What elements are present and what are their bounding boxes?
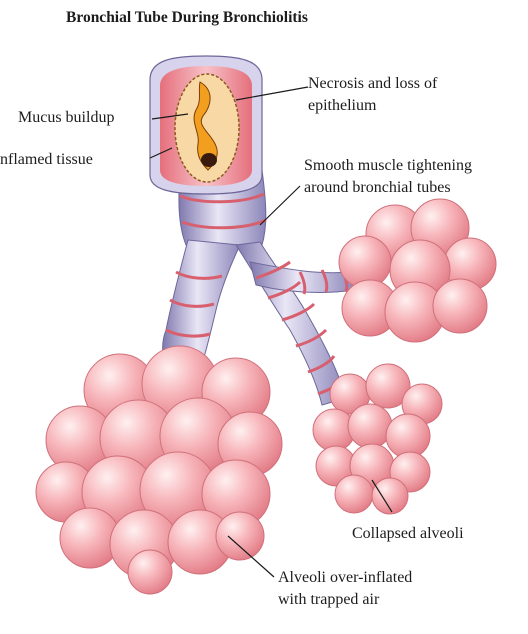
bronchiole-cross-section [150, 56, 262, 194]
label-smooth-muscle-line1: Smooth muscle tightening [304, 156, 472, 176]
alveoli-cluster-upper-right [339, 199, 496, 342]
label-inflamed-tissue: nflamed tissue [0, 150, 93, 170]
label-overinflated-line2: with trapped air [278, 590, 379, 610]
label-necrosis-line2: epithelium [308, 96, 376, 116]
label-overinflated-line1: Alveoli over-inflated [278, 568, 412, 588]
label-mucus-buildup: Mucus buildup [18, 108, 114, 128]
alveoli-cluster-overinflated [36, 346, 282, 594]
diagram-title: Bronchial Tube During Bronchiolitis [66, 8, 308, 28]
label-necrosis-line1: Necrosis and loss of [308, 74, 437, 94]
label-collapsed-alveoli: Collapsed alveoli [352, 524, 464, 544]
label-smooth-muscle-line2: around bronchial tubes [304, 178, 451, 198]
alveoli-cluster-collapsed [313, 364, 442, 514]
